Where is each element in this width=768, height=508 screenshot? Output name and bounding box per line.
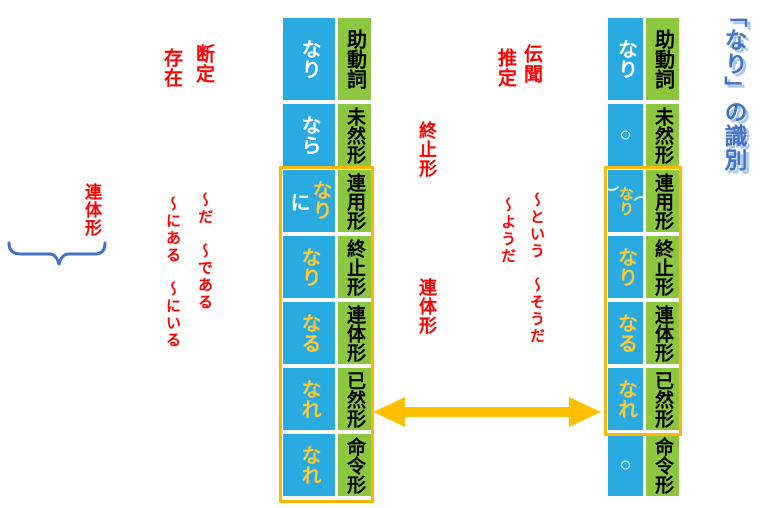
form-cell: なら <box>283 104 335 166</box>
form-cell: なれ <box>283 434 335 496</box>
table-row: ○ 未然形 <box>608 104 679 166</box>
form-text-inner: なり <box>617 186 634 216</box>
label-cell: 連用形 <box>646 170 679 232</box>
form-cell: なり <box>283 18 335 100</box>
dantei-label: 断定 <box>193 44 214 84</box>
table-row: なれ 已然形 <box>283 368 371 430</box>
under-brace-icon <box>7 241 107 266</box>
label-cell: 終止形 <box>646 236 679 298</box>
label-text: 命令形 <box>652 436 673 494</box>
label-text: 終止形 <box>344 238 365 296</box>
double-arrow-icon <box>373 397 601 427</box>
label-text: 已然形 <box>344 370 365 428</box>
denbun-conjugation-table: なり助動詞○未然形（なり）連用形なり終止形なる連体形なれ已然形○命令形 <box>602 18 679 496</box>
table-row: なれ已然形 <box>608 368 679 430</box>
label-cell: 命令形 <box>338 434 371 496</box>
sonzai-label: 存在 <box>161 48 182 88</box>
open-paren: （ <box>632 186 649 201</box>
label-cell: 連体形 <box>646 302 679 364</box>
dantei-meanings: 〜だ 〜である <box>196 192 213 311</box>
form-text: なら <box>298 115 320 155</box>
form-text: なれ <box>298 379 320 419</box>
form-cell: なる <box>608 302 643 364</box>
form-cell: （なり） <box>602 170 649 232</box>
header-label-text: 助動詞 <box>651 29 674 89</box>
label-text: 未然形 <box>344 106 365 164</box>
label-cell: 終止形 <box>338 236 371 298</box>
mid-attach-rentaikei-label: 連体形 <box>417 278 437 335</box>
label-cell: 連用形 <box>338 170 371 232</box>
table-row: なる 連体形 <box>283 302 371 364</box>
form-text-nari: なり <box>309 180 331 220</box>
label-cell: 未然形 <box>338 104 371 166</box>
label-text: 連用形 <box>344 172 365 230</box>
form-cell: なれ <box>283 368 335 430</box>
header-label-text: 助動詞 <box>343 29 366 89</box>
table-row: なり 終止形 <box>283 236 371 298</box>
label-text: 連用形 <box>652 172 673 230</box>
table-header-row: なり助動詞 <box>608 18 679 100</box>
label-text: 未然形 <box>652 106 673 164</box>
table-row: ○ 命令形 <box>608 434 679 496</box>
label-text: 終止形 <box>652 238 673 296</box>
form-cell: ○ <box>608 434 643 496</box>
form-text-ni: に <box>287 192 309 212</box>
table-row: なら 未然形 <box>283 104 371 166</box>
label-cell: 已然形 <box>646 368 679 430</box>
form-text: なれ <box>614 379 637 419</box>
table-row: なり終止形 <box>608 236 679 298</box>
label-cell: 助動詞 <box>338 18 371 100</box>
header-form-text: なり <box>298 39 320 79</box>
label-cell: 助動詞 <box>646 18 679 100</box>
denbun-label: 伝聞 <box>521 44 542 84</box>
page-title: 「なり」の識別 <box>721 4 747 172</box>
form-text: （なり） <box>602 186 649 216</box>
label-cell: 已然形 <box>338 368 371 430</box>
table-row: になり連用形 <box>283 170 371 232</box>
label-text: 連体形 <box>344 304 365 362</box>
table-row: なれ 命令形 <box>283 434 371 496</box>
table-row: （なり）連用形 <box>602 170 679 232</box>
close-paren: ） <box>602 186 619 201</box>
label-text: 已然形 <box>652 370 673 428</box>
form-text: なる <box>298 313 320 353</box>
suitei-meanings: 〜ようだ <box>499 197 516 265</box>
label-text: 連体形 <box>652 304 673 362</box>
denbun-meanings: 〜という 〜そうだ <box>528 192 545 345</box>
left-attach-rentaikei-label: 連体形 <box>82 183 101 237</box>
label-cell: 連体形 <box>338 302 371 364</box>
sonzai-meanings: 〜にある 〜にいる <box>164 196 181 349</box>
form-cell: なり <box>608 18 643 100</box>
form-cell: なれ <box>608 368 643 430</box>
form-text: ○ <box>614 454 637 476</box>
form-cell: なる <box>283 302 335 364</box>
form-cell: なり <box>283 236 335 298</box>
form-text: なる <box>614 313 637 353</box>
form-text: なり <box>614 247 637 287</box>
mid-attach-shushikei-label: 終止形 <box>417 121 437 178</box>
dantei-conjugation-table: なり助動詞なら未然形になり連用形なり終止形なる連体形なれ已然形なれ命令形 <box>283 18 371 496</box>
suitei-label: 推定 <box>495 48 516 88</box>
header-form-text: なり <box>614 39 637 79</box>
form-text: なれ <box>298 445 320 485</box>
form-pair: になり <box>287 170 331 232</box>
table-header-row: なり助動詞 <box>283 18 371 100</box>
form-text: ○ <box>614 124 637 146</box>
table-row: なる連体形 <box>608 302 679 364</box>
label-cell: 未然形 <box>646 104 679 166</box>
form-cell: なり <box>608 236 643 298</box>
form-cell: になり <box>283 170 335 232</box>
form-text: なり <box>298 247 320 287</box>
form-cell: ○ <box>608 104 643 166</box>
label-text: 命令形 <box>344 436 365 494</box>
label-cell: 命令形 <box>646 434 679 496</box>
